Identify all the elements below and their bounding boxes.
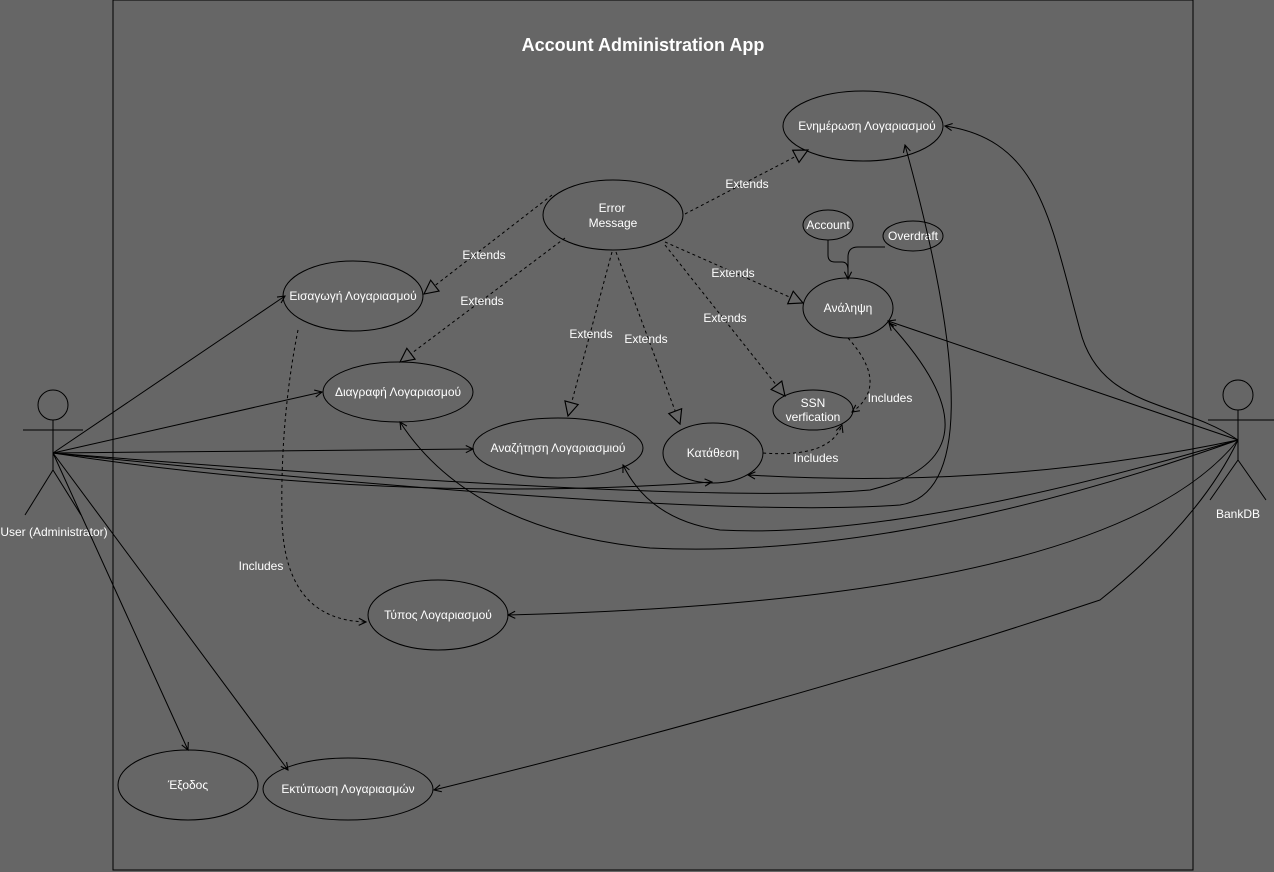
label-extends-ssn: Extends (703, 311, 746, 325)
assoc-user-withdrawal (52, 323, 946, 494)
use-case-delete-account-label: Διαγραφή Λογαριασμού (335, 385, 461, 399)
use-case-ssn-label-line2: verfication (786, 410, 841, 424)
withdrawal-inputs (827, 240, 885, 279)
extends-withdrawal (664, 241, 803, 303)
label-extends-update: Extends (725, 177, 768, 191)
use-case-exit-label: Έξοδος (167, 778, 208, 792)
extends-deposit (615, 251, 680, 424)
use-case-search-account[interactable]: Αναζήτηση Λογαριασμιού (472, 417, 644, 479)
use-case-account[interactable]: Account (802, 209, 854, 241)
assoc-user-search (52, 449, 473, 454)
use-case-search-account-label: Αναζήτηση Λογαριασμιού (491, 441, 626, 455)
use-case-deposit[interactable]: Κατάθεση (662, 422, 764, 484)
use-case-overdraft[interactable]: Overdraft (882, 220, 944, 252)
label-extends-search: Extends (569, 327, 612, 341)
label-includes-withdrawal: Includes (868, 391, 913, 405)
label-includes-type: Includes (239, 559, 284, 573)
use-case-error-message-label-line2: Message (589, 216, 638, 230)
assoc-bank-type (508, 439, 1239, 615)
assoc-user-update (52, 145, 952, 509)
account-to-withdrawal (827, 240, 848, 279)
actor-user[interactable]: User (Administrator) (0, 389, 108, 539)
actor-user-label: User (Administrator) (0, 525, 107, 539)
label-extends-insert: Extends (462, 248, 505, 262)
use-case-account-type[interactable]: Τύπος Λογαριασμού (367, 579, 509, 651)
edge-labels: Extends Extends Extends Extends Extends … (239, 177, 913, 573)
use-case-error-message-label-line1: Error (599, 201, 626, 215)
assoc-user-exit (52, 452, 188, 750)
assoc-bank-print (434, 439, 1239, 790)
use-case-account-type-label: Τύπος Λογαριασμού (384, 608, 492, 622)
use-case-exit[interactable]: Έξοδος (117, 749, 259, 821)
overdraft-to-withdrawal (847, 246, 885, 279)
use-case-account-label: Account (806, 218, 850, 232)
system-boundary (112, 0, 1194, 871)
assoc-bank-deposit (748, 439, 1239, 478)
label-includes-deposit: Includes (794, 451, 839, 465)
includes-relations (281, 329, 871, 622)
assoc-user-deposit (52, 452, 712, 490)
extends-delete (400, 237, 566, 362)
assoc-bank-delete (400, 422, 1239, 550)
extends-update (684, 150, 808, 215)
user-associations (52, 145, 952, 770)
diagram-title: Account Administration App (522, 35, 765, 55)
use-case-deposit-label: Κατάθεση (687, 446, 739, 460)
use-case-update-account-label: Ενημέρωση Λογαριασμού (798, 119, 936, 133)
assoc-user-print (52, 452, 288, 770)
label-extends-withdrawal: Extends (711, 266, 754, 280)
extends-insert (424, 194, 553, 294)
use-case-insert-account[interactable]: Εισαγωγή Λογαριασμού (282, 260, 424, 332)
assoc-user-delete (52, 392, 322, 454)
use-case-print-accounts[interactable]: Εκτύπωση Λογαριασμών (262, 757, 434, 821)
extends-search (568, 251, 613, 416)
assoc-bank-update (945, 126, 1239, 441)
label-extends-deposit: Extends (624, 332, 667, 346)
bankdb-associations (400, 126, 1239, 790)
use-case-print-accounts-label: Εκτύπωση Λογαριασμών (281, 782, 414, 796)
assoc-user-insert (52, 296, 285, 454)
use-case-insert-account-label: Εισαγωγή Λογαριασμού (289, 289, 416, 303)
assoc-bank-search (623, 439, 1239, 532)
use-case-withdrawal[interactable]: Ανάληψη (802, 277, 894, 339)
includes-withdrawal-ssn (847, 337, 871, 412)
actor-bankdb-label: BankDB (1216, 507, 1260, 521)
includes-deposit-ssn (762, 425, 842, 455)
includes-insert-type (281, 329, 366, 622)
use-case-overdraft-label: Overdraft (888, 229, 939, 243)
actor-bankdb[interactable]: BankDB (1208, 379, 1274, 521)
use-case-update-account[interactable]: Ενημέρωση Λογαριασμού (782, 90, 944, 162)
use-case-delete-account[interactable]: Διαγραφή Λογαριασμού (322, 361, 474, 423)
use-case-ssn-label-line1: SSN (801, 396, 826, 410)
use-case-error-message[interactable]: Error Message (542, 179, 684, 251)
label-extends-delete: Extends (460, 294, 503, 308)
extends-ssn (664, 244, 785, 396)
extends-relations (400, 150, 808, 424)
assoc-bank-withdrawal (888, 321, 1239, 441)
use-case-withdrawal-label: Ανάληψη (824, 301, 873, 315)
